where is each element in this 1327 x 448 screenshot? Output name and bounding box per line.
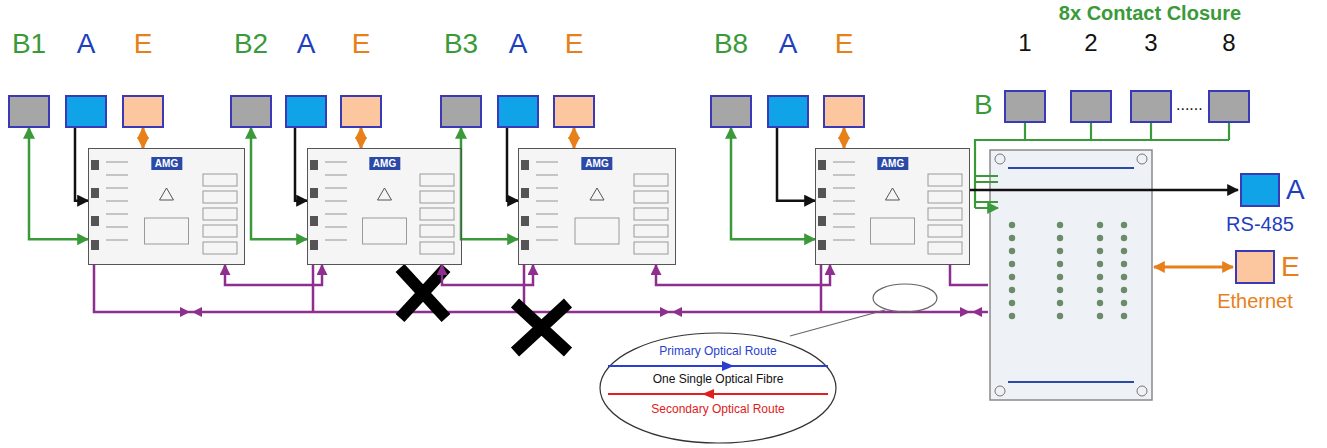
break-mark: [400, 268, 568, 352]
signal-wire: [142, 128, 145, 148]
optical-fibre: [94, 265, 988, 312]
device-logo: AMG: [369, 157, 400, 170]
rs485-port-box: ARS-485: [1240, 173, 1280, 207]
contact-input-box: B2: [230, 95, 272, 128]
rs485-port-box: A: [497, 95, 539, 128]
signal-wire: [777, 128, 815, 201]
rs485-port-box: A: [767, 95, 809, 128]
signal-wire: [843, 128, 846, 148]
signal-wire: [461, 128, 518, 239]
port-label: B8: [714, 29, 748, 60]
ethernet-port-box: E: [340, 95, 382, 128]
contact-input-box: B1: [8, 95, 50, 128]
device-illustration: [307, 148, 462, 265]
legend-entry: Secondary Optical Route: [648, 403, 787, 416]
optical-fibre: [225, 265, 322, 285]
legend-ellipse: [600, 333, 836, 443]
contact-closure-box: 2: [1070, 90, 1112, 123]
port-label: 8: [1222, 30, 1235, 56]
port-label: A: [77, 29, 96, 60]
port-label: 3: [1144, 30, 1157, 56]
legend-arrow: [702, 389, 714, 399]
contact-input-box: B3: [440, 95, 482, 128]
optical-fibre: [656, 265, 830, 285]
amg-device: AMG: [518, 148, 676, 265]
ellipsis-mark: ......: [1176, 96, 1203, 114]
signal-wire: [507, 128, 518, 201]
legend-note: One Single Optical Fibre: [653, 373, 784, 386]
port-label: 2: [1084, 30, 1097, 56]
rs485-wire: [960, 189, 1238, 192]
port-label: A: [297, 29, 316, 60]
signal-wire: [251, 128, 307, 239]
port-label: A: [509, 29, 528, 60]
device-logo: AMG: [877, 157, 908, 170]
signal-wire: [29, 128, 88, 239]
legend-line: [608, 393, 828, 395]
bus-label: B: [974, 90, 993, 121]
amg-device: AMG: [815, 148, 970, 265]
signal-wire: [75, 128, 88, 201]
device-illustration: [88, 148, 245, 265]
device-logo: AMG: [581, 157, 612, 170]
contact-wiring: [975, 123, 1229, 208]
port-label: B3: [444, 29, 478, 60]
contact-closure-box: 8: [1208, 90, 1250, 123]
port-label: Ethernet: [1217, 290, 1293, 312]
ethernet-wire: [1154, 266, 1233, 269]
port-label: B2: [234, 29, 268, 60]
contact-closure-box: 3: [1130, 90, 1172, 123]
device-logo: AMG: [151, 157, 182, 170]
signal-wire: [360, 128, 363, 148]
amg-device: AMG: [307, 148, 462, 265]
legend-arrow: [722, 361, 734, 371]
ethernet-port-box: E: [823, 95, 865, 128]
leader-line: [790, 310, 885, 336]
signal-wire: [573, 128, 576, 148]
signal-wire: [731, 128, 815, 239]
optical-fibre: [442, 265, 533, 285]
port-label: E: [352, 29, 371, 60]
port-label: E: [134, 29, 153, 60]
legend-entry: Primary Optical Route: [656, 345, 779, 358]
port-label: A: [779, 29, 798, 60]
contact-closure-box: 1: [1004, 90, 1046, 123]
ethernet-port-box: E: [122, 95, 164, 128]
port-label: E: [565, 29, 584, 60]
port-label: A: [1286, 175, 1305, 206]
group-title: 8x Contact Closure: [1059, 2, 1241, 24]
amg-device: AMG: [88, 148, 245, 265]
contact-input-box: B8: [710, 95, 752, 128]
rs485-port-box: A: [65, 95, 107, 128]
port-label: RS-485: [1226, 213, 1294, 235]
port-label: E: [835, 29, 854, 60]
port-label: E: [1281, 252, 1300, 283]
device-illustration: [815, 148, 970, 265]
device-illustration: [518, 148, 676, 265]
interface-panel: [990, 150, 1152, 400]
port-label: B1: [12, 29, 46, 60]
legend-line: [608, 365, 828, 367]
ethernet-port-box: EEthernet: [1235, 250, 1275, 284]
fibre-direction-marks: [180, 307, 982, 317]
callout-ring: [873, 284, 937, 312]
rs485-port-box: A: [285, 95, 327, 128]
port-label: 1: [1018, 30, 1031, 56]
ethernet-port-box: E: [553, 95, 595, 128]
signal-wire: [295, 128, 307, 201]
